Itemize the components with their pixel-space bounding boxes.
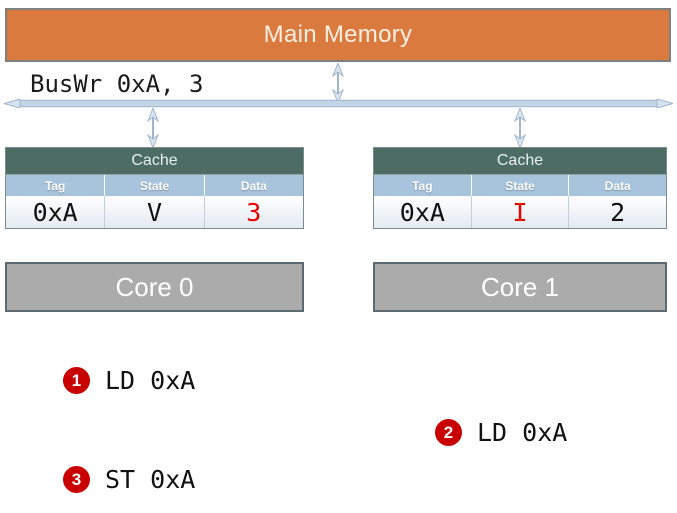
cache-1-col-data: Data — [604, 178, 631, 193]
cache-1-column-headers: Tag State Data — [374, 175, 666, 196]
step-1-badge: 1 — [63, 367, 90, 394]
cache-1-data-value: 2 — [610, 197, 626, 227]
cache-1-row: 0xA I 2 — [374, 196, 666, 228]
cache-block-0: Cache Tag State Data 0xA V 3 — [5, 147, 304, 229]
step-2-badge: 2 — [435, 419, 462, 446]
bus-to-cache-0-arrow-icon — [146, 108, 160, 148]
cache-1-title: Cache — [374, 148, 666, 175]
cache-0-title: Cache — [6, 148, 303, 175]
core-block-0: Core 0 — [5, 262, 304, 312]
cache-0-tag-value: 0xA — [6, 196, 106, 228]
core-1-label: Core 1 — [480, 271, 560, 302]
cache-0-col-state: State — [105, 175, 205, 196]
step-3-text: ST 0xA — [105, 465, 196, 494]
main-memory-label: Main Memory — [263, 21, 413, 48]
bus-line-arrow-icon — [4, 99, 673, 108]
step-1-text: LD 0xA — [105, 366, 196, 395]
cache-1-state-value: I — [472, 196, 570, 228]
step-3-badge: 3 — [63, 466, 90, 493]
step-2-text: LD 0xA — [477, 418, 568, 447]
cache-1-col-tag: Tag — [374, 175, 472, 196]
bus-to-cache-1-arrow-icon — [513, 108, 527, 148]
cache-0-column-headers: Tag State Data — [6, 175, 303, 196]
step-2: 2 LD 0xA — [435, 418, 567, 447]
cache-0-col-data: Data — [240, 178, 267, 193]
cache-1-tag-value: 0xA — [374, 196, 472, 228]
core-0-label: Core 0 — [115, 271, 194, 302]
cache-0-col-tag: Tag — [6, 175, 106, 196]
main-memory-block: Main Memory — [5, 8, 671, 62]
step-1: 1 LD 0xA — [63, 366, 195, 395]
bus-transaction-label: BusWr 0xA, 3 — [30, 70, 204, 98]
memory-to-bus-arrow-icon — [331, 63, 345, 103]
cache-0-row: 0xA V 3 — [6, 196, 303, 228]
core-block-1: Core 1 — [373, 262, 667, 312]
cache-0-data-value: 3 — [246, 197, 262, 227]
step-3: 3 ST 0xA — [63, 465, 195, 494]
cache-block-1: Cache Tag State Data 0xA I 2 — [373, 147, 667, 229]
cache-1-col-state: State — [472, 175, 570, 196]
cache-0-state-value: V — [105, 196, 205, 228]
